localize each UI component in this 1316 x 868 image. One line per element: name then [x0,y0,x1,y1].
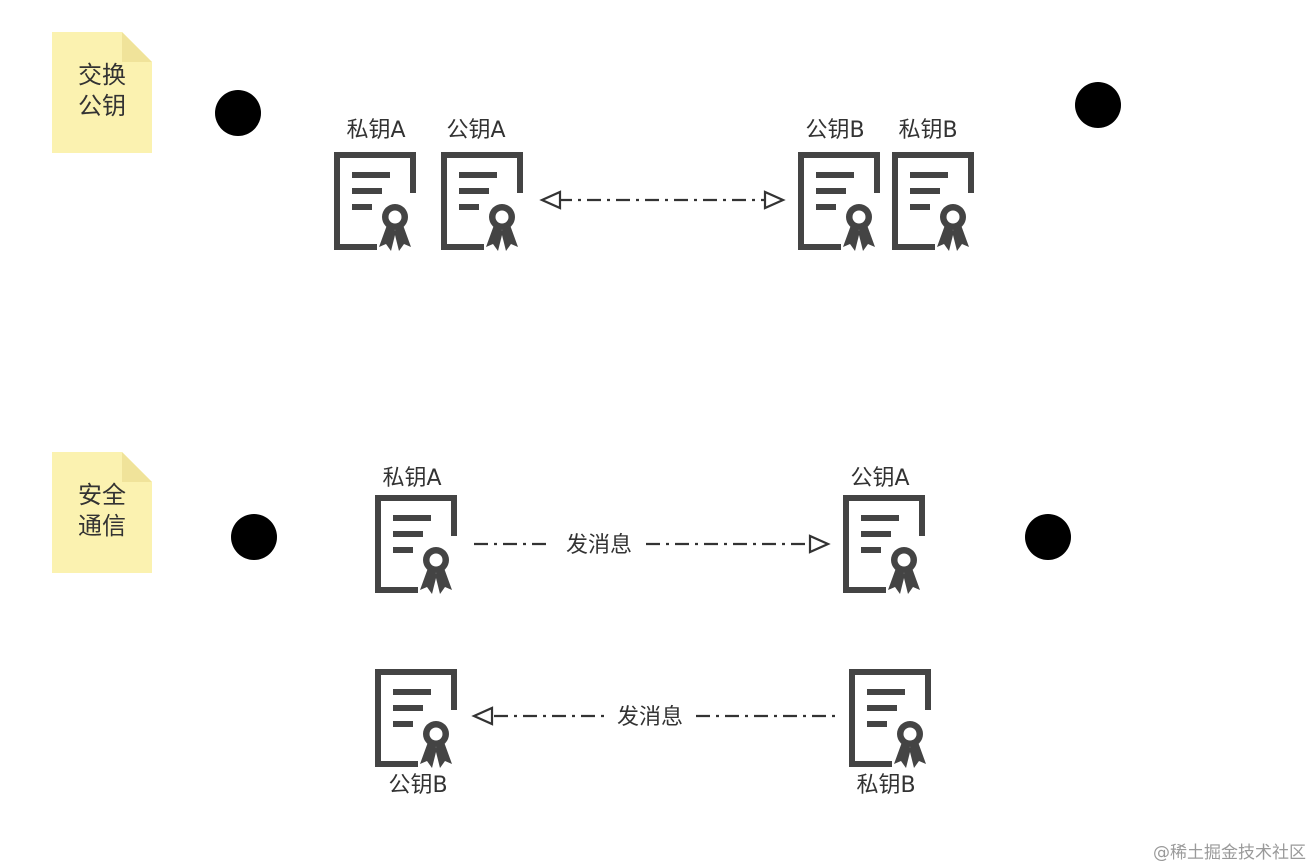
key-label-public-b-secure: 公钥B [388,773,447,798]
certificate-icon [378,498,454,594]
key-label-private-b-secure: 私钥B [856,773,915,798]
note-secure-line1: 安全 [78,481,126,509]
exchange-double-arrow [539,190,786,210]
certificate-icon [852,672,928,768]
key-label-private-a-exchange: 私钥A [346,118,405,143]
actor-left-secure [184,514,324,737]
actor-left-exchange [168,90,308,313]
key-label-public-a-secure: 公钥A [850,466,909,491]
certificate-icon [895,155,971,251]
note-exchange: 交换 公钥 [52,32,152,153]
note-secure-line2: 通信 [78,512,126,540]
key-label-public-b-exchange: 公钥B [805,118,864,143]
note-exchange-line1: 交换 [78,61,126,89]
actor-right-exchange [1028,82,1168,305]
message-label-bottom: 发消息 [617,705,683,730]
key-label-public-a-exchange: 公钥A [446,118,505,143]
message-arrow-a-to-b: 发消息 [474,533,831,558]
key-label-private-a-secure: 私钥A [382,466,441,491]
certificate-icon [801,155,877,251]
message-label-top: 发消息 [566,533,632,558]
actor-right-secure [978,514,1118,737]
certificate-icon [378,672,454,768]
key-label-private-b-exchange: 私钥B [898,118,957,143]
certificate-icon [846,498,922,594]
message-arrow-b-to-a: 发消息 [471,705,840,730]
note-exchange-line2: 公钥 [78,92,126,120]
certificate-icon [337,155,413,251]
note-secure: 安全 通信 [52,452,152,573]
certificate-icon [444,155,520,251]
watermark: @稀土掘金技术社区 [1153,843,1306,863]
